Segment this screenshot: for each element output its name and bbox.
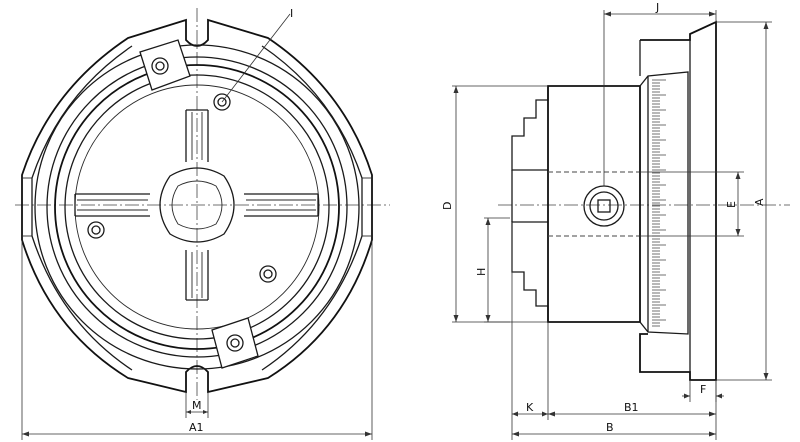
dim-m bbox=[185, 392, 209, 418]
mounting-plate bbox=[639, 20, 717, 381]
dim-k bbox=[511, 222, 549, 440]
mounting-hole-right bbox=[259, 265, 277, 283]
jaw-steps-bottom bbox=[511, 221, 549, 322]
dim-a1 bbox=[21, 240, 373, 440]
label-e: E bbox=[725, 201, 738, 208]
label-k: K bbox=[526, 401, 534, 414]
label-h: H bbox=[475, 268, 488, 276]
outer-ring bbox=[34, 44, 360, 370]
graduated-scale bbox=[639, 71, 689, 335]
side-view bbox=[452, 10, 790, 440]
clamp-bottom-right bbox=[211, 317, 259, 369]
dim-e bbox=[640, 171, 744, 237]
front-view bbox=[15, 8, 390, 440]
inner-ring bbox=[64, 74, 330, 340]
label-d: D bbox=[441, 202, 454, 210]
jaw-steps-top bbox=[511, 86, 549, 171]
label-j: J bbox=[655, 1, 659, 14]
mounting-hole-i bbox=[213, 93, 231, 111]
dim-h bbox=[484, 217, 510, 323]
jaw-slots bbox=[74, 109, 319, 301]
central-bore bbox=[159, 167, 235, 243]
label-b: B bbox=[606, 421, 614, 434]
label-b1: B1 bbox=[624, 401, 639, 414]
label-a: A bbox=[753, 198, 766, 206]
label-a1: A1 bbox=[189, 421, 204, 434]
chuck-face-ring bbox=[54, 64, 340, 350]
outer-body-outline bbox=[21, 18, 373, 394]
label-f: F bbox=[700, 383, 706, 396]
dim-b bbox=[512, 431, 716, 437]
mounting-hole-left bbox=[87, 221, 105, 239]
dim-b1 bbox=[548, 380, 717, 440]
label-i: I bbox=[290, 7, 293, 20]
clamp-top-left bbox=[139, 39, 191, 91]
leader-i bbox=[221, 13, 291, 103]
body-inner-outline-right bbox=[261, 45, 363, 371]
dim-a bbox=[716, 21, 772, 381]
dim-d bbox=[452, 85, 548, 323]
ring bbox=[46, 56, 348, 358]
chuck-body bbox=[547, 85, 641, 323]
dim-j bbox=[603, 10, 717, 186]
key-socket bbox=[583, 185, 625, 227]
body-inner-outline bbox=[31, 45, 133, 371]
label-m: M bbox=[192, 399, 202, 412]
